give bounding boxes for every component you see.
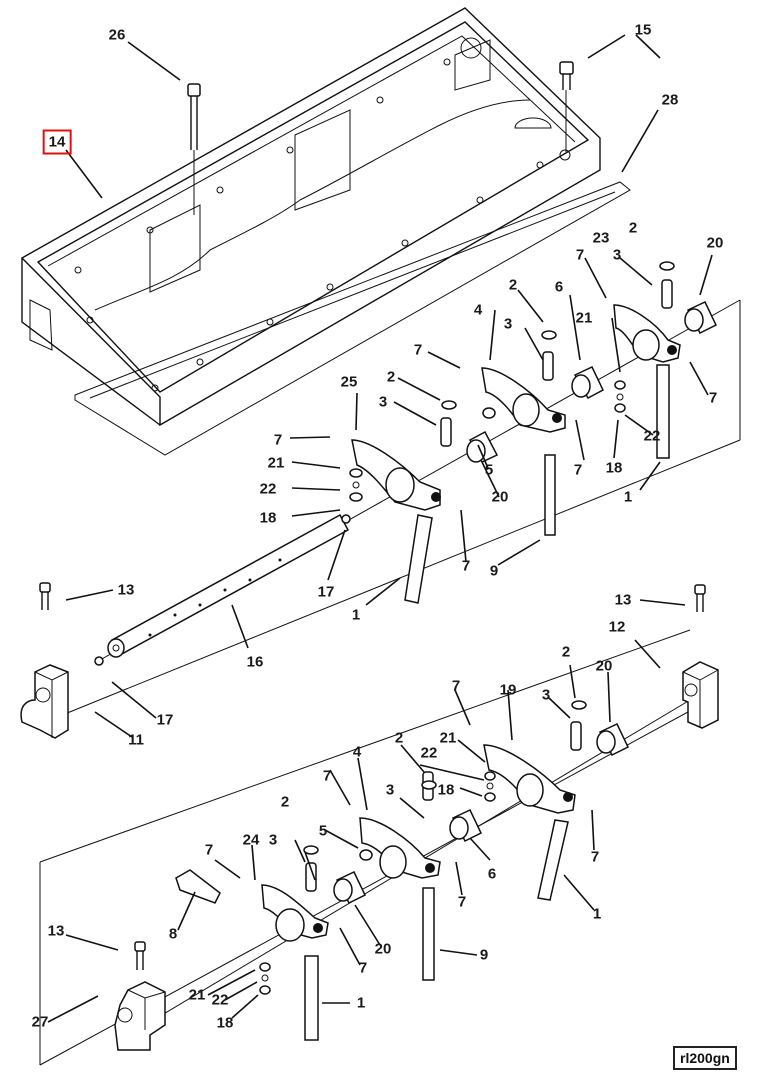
callout-22[interactable]: 22 — [259, 480, 277, 498]
callout-17[interactable]: 17 — [317, 583, 335, 601]
spacers — [333, 301, 717, 905]
adjusting-screws — [303, 261, 675, 892]
callout-25[interactable]: 25 — [340, 373, 358, 391]
bracket-11 — [20, 664, 69, 739]
callout-15[interactable]: 15 — [634, 21, 652, 39]
callout-19[interactable]: 19 — [499, 681, 517, 699]
callout-7[interactable]: 7 — [413, 341, 423, 359]
callout-1[interactable]: 1 — [351, 606, 361, 624]
callout-7[interactable]: 7 — [322, 767, 332, 785]
callout-21[interactable]: 21 — [188, 986, 206, 1004]
callout-13[interactable]: 13 — [117, 581, 135, 599]
part-8 — [175, 869, 221, 904]
callout-1[interactable]: 1 — [623, 488, 633, 506]
leader-arrows — [47, 34, 713, 1023]
callout-27[interactable]: 27 — [31, 1013, 49, 1031]
callout-24[interactable]: 24 — [242, 831, 260, 849]
callout-16[interactable]: 16 — [246, 653, 264, 671]
bolts-13 — [39, 582, 706, 970]
callout-3[interactable]: 3 — [612, 246, 622, 264]
callout-21[interactable]: 21 — [575, 309, 593, 327]
callout-7[interactable]: 7 — [273, 431, 283, 449]
cover-bolt-short — [559, 61, 574, 152]
plug-17-lower — [94, 656, 104, 666]
callout-28[interactable]: 28 — [661, 91, 679, 109]
upper-axis — [49, 299, 741, 721]
callout-1[interactable]: 1 — [592, 905, 602, 923]
callout-3[interactable]: 3 — [503, 315, 513, 333]
callout-7[interactable]: 7 — [204, 841, 214, 859]
callout-7[interactable]: 7 — [461, 557, 471, 575]
callout-18[interactable]: 18 — [437, 781, 455, 799]
gasket — [74, 181, 631, 456]
callout-3[interactable]: 3 — [268, 831, 278, 849]
valve-cover — [20, 7, 601, 427]
callout-4[interactable]: 4 — [352, 743, 362, 761]
callout-17[interactable]: 17 — [156, 711, 174, 729]
callout-12[interactable]: 12 — [608, 618, 626, 636]
callout-5[interactable]: 5 — [484, 461, 494, 479]
callout-7[interactable]: 7 — [590, 848, 600, 866]
callout-20[interactable]: 20 — [491, 488, 509, 506]
callout-2[interactable]: 2 — [386, 368, 396, 386]
bracket-27 — [114, 981, 166, 1051]
callout-20[interactable]: 20 — [706, 234, 724, 252]
callout-14-highlighted[interactable]: 14 — [42, 129, 72, 155]
callout-8[interactable]: 8 — [168, 925, 178, 943]
callout-3[interactable]: 3 — [541, 686, 551, 704]
callout-4[interactable]: 4 — [473, 301, 483, 319]
small-parts — [259, 380, 626, 995]
callout-1[interactable]: 1 — [356, 994, 366, 1012]
cover-bolt-long — [187, 83, 201, 215]
push-rods — [304, 364, 670, 1041]
callout-2[interactable]: 2 — [561, 643, 571, 661]
callout-7[interactable]: 7 — [708, 389, 718, 407]
callout-7[interactable]: 7 — [457, 893, 467, 911]
cover-bolt-holes — [74, 58, 571, 392]
callout-2[interactable]: 2 — [508, 276, 518, 294]
callout-26[interactable]: 26 — [108, 26, 126, 44]
callout-18[interactable]: 18 — [605, 459, 623, 477]
callout-11[interactable]: 11 — [128, 731, 144, 749]
plug-17-upper — [341, 514, 351, 524]
callout-13[interactable]: 13 — [614, 591, 632, 609]
callout-5[interactable]: 5 — [318, 822, 328, 840]
figure-id-tag: rl200gn — [673, 1046, 737, 1070]
callout-21[interactable]: 21 — [267, 454, 285, 472]
callout-9[interactable]: 9 — [479, 946, 489, 964]
callout-3[interactable]: 3 — [385, 781, 395, 799]
callout-7[interactable]: 7 — [358, 959, 368, 977]
callout-22[interactable]: 22 — [420, 744, 438, 762]
callout-22[interactable]: 22 — [643, 427, 661, 445]
callout-22[interactable]: 22 — [211, 991, 229, 1009]
callout-20[interactable]: 20 — [374, 940, 392, 958]
callout-2[interactable]: 2 — [628, 219, 638, 237]
callout-7[interactable]: 7 — [573, 461, 583, 479]
callout-6[interactable]: 6 — [554, 278, 564, 296]
callout-2[interactable]: 2 — [394, 729, 404, 747]
callout-7[interactable]: 7 — [451, 677, 461, 695]
callout-18[interactable]: 18 — [216, 1014, 234, 1032]
callout-18[interactable]: 18 — [259, 509, 277, 527]
rocker-arms — [261, 304, 681, 942]
callout-2[interactable]: 2 — [280, 793, 290, 811]
bracket-12 — [682, 661, 719, 729]
callout-9[interactable]: 9 — [489, 562, 499, 580]
callout-20[interactable]: 20 — [595, 657, 613, 675]
callout-3[interactable]: 3 — [378, 393, 388, 411]
callout-21[interactable]: 21 — [439, 729, 457, 747]
callout-6[interactable]: 6 — [487, 865, 497, 883]
rocker-shaft — [107, 513, 350, 658]
callout-23[interactable]: 23 — [592, 229, 610, 247]
callout-7[interactable]: 7 — [575, 246, 585, 264]
callout-13[interactable]: 13 — [47, 922, 65, 940]
